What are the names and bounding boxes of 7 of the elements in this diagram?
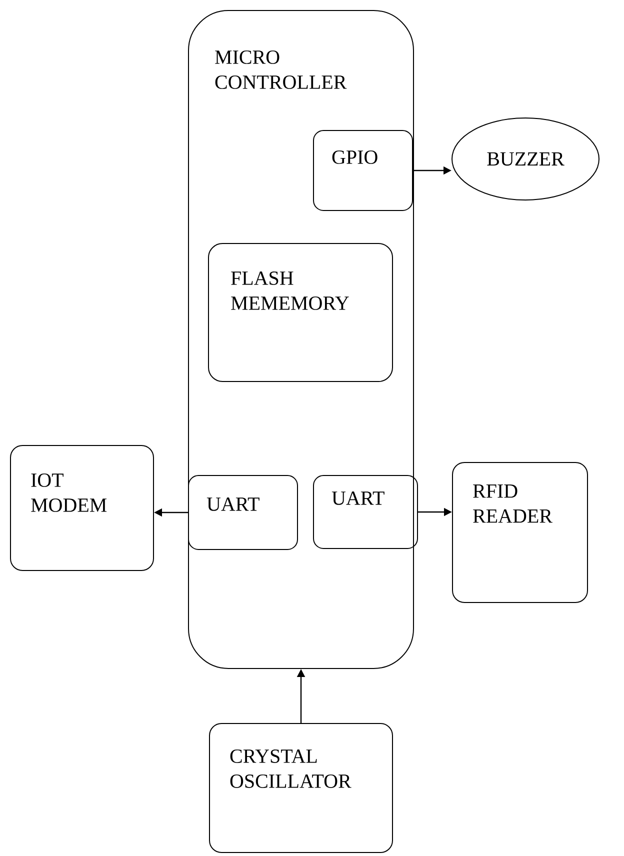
port-box: GPIO xyxy=(313,130,413,211)
port-box: UART xyxy=(313,475,418,549)
reader-box: RFID READER xyxy=(452,462,588,603)
oscillator-box: CRYSTAL OSCILLATOR xyxy=(209,723,393,853)
port-box: UART xyxy=(188,475,298,550)
memory-box: FLASH MEMEMORY xyxy=(208,243,393,382)
modem-box: IOT MODEM xyxy=(10,445,154,571)
